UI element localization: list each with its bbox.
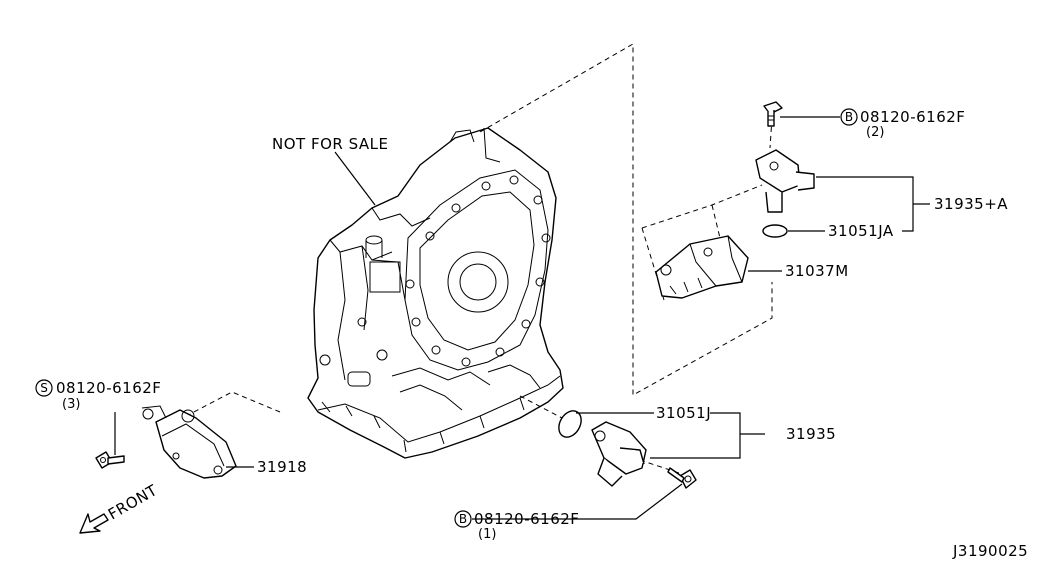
bolt-bottom-part-number: 08120-6162F bbox=[474, 510, 579, 528]
watermark-leader bbox=[334, 151, 376, 206]
label-31935: 31935 bbox=[786, 425, 836, 443]
label-31037m: 31037M bbox=[785, 262, 849, 280]
bolt-bottom-qty: (1) bbox=[478, 527, 496, 542]
front-label: FRONT bbox=[105, 481, 161, 524]
label-31051ja: 31051JA bbox=[828, 222, 894, 240]
label-31918: 31918 bbox=[257, 458, 307, 476]
bolt-left-qty: (3) bbox=[62, 397, 80, 412]
bolt-top-icon bbox=[763, 101, 783, 127]
bolt-bottom-icon bbox=[667, 467, 697, 489]
switch-31918-icon bbox=[141, 405, 237, 479]
sensor-31935a-icon bbox=[755, 149, 815, 213]
svg-text:B: B bbox=[459, 512, 467, 526]
oring-31051j-icon bbox=[558, 410, 582, 438]
bolt-top-symbol bbox=[840, 108, 858, 126]
bolt-left-icon bbox=[95, 451, 125, 469]
front-arrow-icon bbox=[79, 513, 109, 534]
bolt-bottom-symbol bbox=[454, 510, 472, 528]
label-31051j: 31051J bbox=[656, 404, 711, 422]
svg-text:S: S bbox=[40, 381, 48, 395]
bolt-top-part-number: 08120-6162F bbox=[860, 108, 965, 126]
bracket-31037m-icon bbox=[655, 235, 749, 299]
bolt-left-symbol bbox=[35, 379, 53, 397]
flange-bolts bbox=[405, 175, 551, 367]
bolt-left-part-number: 08120-6162F bbox=[56, 379, 161, 397]
phantom-lines bbox=[189, 43, 773, 477]
oring-31051ja-icon bbox=[762, 224, 788, 238]
transmission-assembly bbox=[307, 127, 564, 459]
watermark-label: NOT FOR SALE bbox=[272, 135, 388, 153]
diagram-id: J3190025 bbox=[952, 542, 1028, 560]
label-31935a: 31935+A bbox=[934, 195, 1008, 213]
sensor-31935-icon bbox=[591, 421, 647, 487]
svg-text:B: B bbox=[845, 110, 853, 124]
bolt-top-qty: (2) bbox=[866, 125, 884, 140]
